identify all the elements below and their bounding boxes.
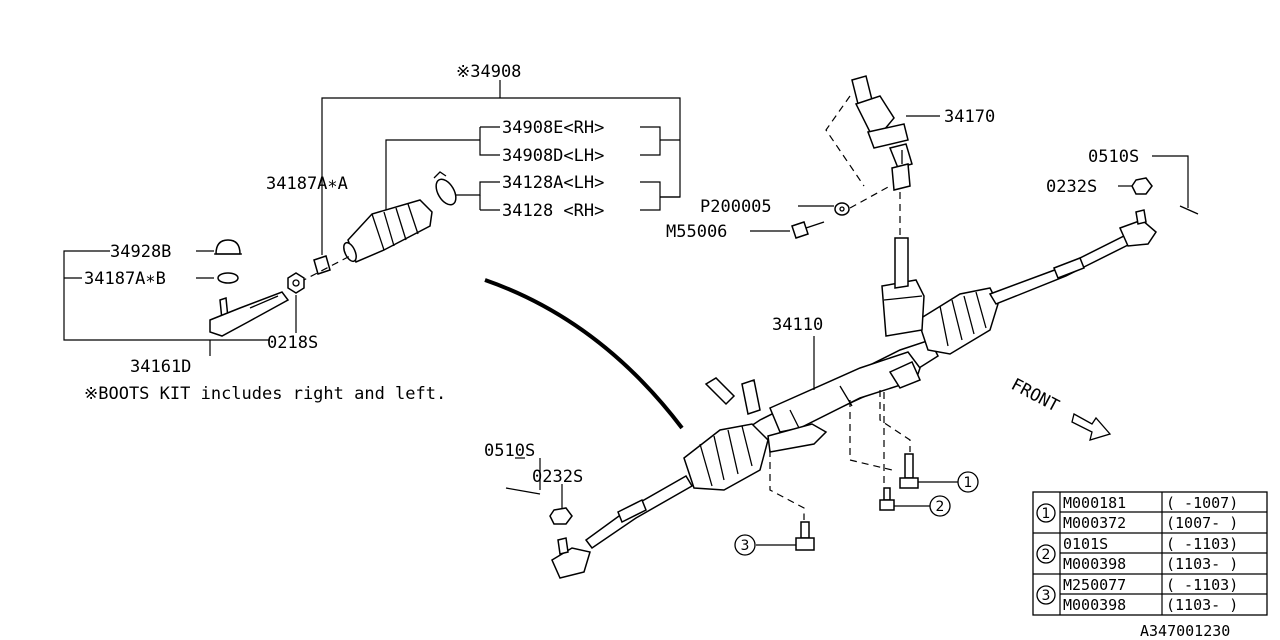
- nut-0218-label: 0218S: [267, 333, 318, 353]
- clamp-rh-label: 34128 <RH>: [502, 201, 604, 221]
- table-range: (1103- ): [1166, 555, 1238, 573]
- clip-34187a-b: [217, 272, 239, 284]
- boot-lh-label: 34908D<LH>: [502, 146, 604, 166]
- boots-kit-bracket: [321, 80, 681, 255]
- table-part: M000181: [1063, 494, 1126, 512]
- front-label: FRONT: [1008, 375, 1063, 417]
- clamp-lh-label: 34128A<LH>: [502, 173, 604, 193]
- table-ref-2: [1036, 544, 1056, 564]
- front-direction-indicator: FRONT: [1008, 375, 1112, 441]
- cap-label: 34928B: [110, 242, 171, 262]
- table-ref-1: [1036, 503, 1056, 523]
- table-range: ( -1007): [1166, 494, 1238, 512]
- washer-p200005: [834, 202, 850, 216]
- ujoint-dash-left: [825, 95, 865, 187]
- callout-1: 1: [957, 471, 979, 493]
- boots-kit-footnote: ※BOOTS KIT includes right and left.: [84, 384, 446, 404]
- gear-box-label: 34110: [772, 315, 823, 335]
- bolt-ref-1: [899, 453, 919, 489]
- clip-a-label: 34187A∗A: [266, 174, 348, 194]
- table-range: ( -1103): [1166, 576, 1238, 594]
- castle-nut-upper-label: 0232S: [1046, 177, 1097, 197]
- table-range: (1103- ): [1166, 596, 1238, 614]
- table-part: 0101S: [1063, 535, 1108, 553]
- boots-kit-label: ※34908: [456, 62, 521, 82]
- cotter-pin-upper-icon: [1179, 205, 1199, 215]
- clamp-exploded: [433, 171, 457, 206]
- svg-text:3: 3: [741, 538, 750, 554]
- table-part: M250077: [1063, 576, 1126, 594]
- svg-text:1: 1: [964, 475, 973, 491]
- table-part: M000372: [1063, 514, 1126, 532]
- bolt-ref-3: [795, 521, 815, 551]
- universal-joint-label: 34170: [944, 107, 995, 127]
- table-part: M000398: [1063, 596, 1126, 614]
- cotter-pin-lower-icon: [505, 487, 541, 495]
- svg-text:2: 2: [936, 499, 945, 515]
- clip-a-exploded: [313, 255, 331, 275]
- table-range: (1007- ): [1166, 514, 1238, 532]
- front-arrow-icon: [1071, 413, 1112, 441]
- bolt-m55006: [791, 221, 825, 239]
- tie-rod-bracket: [63, 250, 270, 356]
- view-arrow: [484, 278, 684, 430]
- clip-b-label: 34187A∗B: [84, 269, 166, 289]
- boot-exploded: [343, 199, 433, 264]
- mount-dash-right: [849, 400, 893, 471]
- axis-line-upper: [299, 255, 351, 283]
- table-ref-3: [1036, 585, 1056, 605]
- table-range: ( -1103): [1166, 535, 1238, 553]
- callout-3: 3: [734, 534, 756, 556]
- diagram-code: A347001230: [1140, 622, 1230, 640]
- washer-label: P200005: [700, 197, 772, 217]
- castle-nut-lower-label: 0232S: [532, 467, 583, 487]
- cotter-pin-upper-label: 0510S: [1088, 147, 1139, 167]
- table-part: M000398: [1063, 555, 1126, 573]
- boot-rh-label: 34908E<RH>: [502, 118, 604, 138]
- cap-34928b: [214, 239, 242, 255]
- nut-0218-exploded: [287, 272, 305, 294]
- tie-rod-end-label: 34161D: [130, 357, 191, 377]
- cotter-pin-lower-label: 0510S: [484, 441, 535, 461]
- callout-2: 2: [929, 495, 951, 517]
- universal-joint: [851, 75, 913, 191]
- bolt-ref-2: [879, 487, 895, 511]
- svg-text:3: 3: [1042, 588, 1051, 604]
- svg-text:2: 2: [1042, 547, 1051, 563]
- castle-nut-upper: [1131, 177, 1153, 195]
- svg-text:1: 1: [1042, 506, 1051, 522]
- tie-rod-end-exploded: [209, 291, 290, 337]
- steering-gear-box: [551, 209, 1157, 579]
- castle-nut-lower: [549, 507, 573, 525]
- bolt-reference-table: 1 2 3 M000181 ( -1007) M000372 (1007- ) …: [1032, 491, 1268, 616]
- bolt-label: M55006: [666, 222, 727, 242]
